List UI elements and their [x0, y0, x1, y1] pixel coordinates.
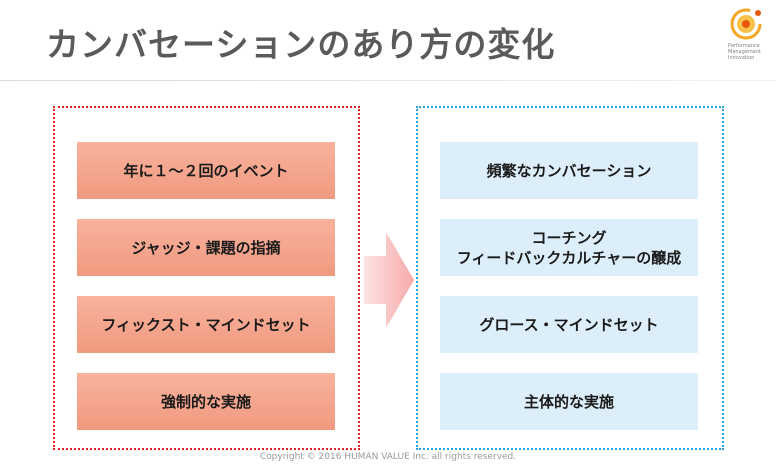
copyright-footer: Copyright © 2016 HUMAN VALUE Inc. all ri…	[259, 452, 517, 462]
before-item: ジャッジ・課題の指摘	[77, 219, 335, 276]
before-panel: 年に１～２回のイベント ジャッジ・課題の指摘 フィックスト・マインドセット 強制…	[53, 106, 360, 450]
logo-line-3: Innovation	[728, 55, 755, 61]
before-item: 年に１～２回のイベント	[77, 142, 335, 199]
logo-mark-icon	[730, 8, 762, 40]
after-item: グロース・マインドセット	[440, 296, 698, 353]
page-title: カンバセーションのあり方の変化	[46, 25, 556, 64]
company-logo: Performance Management Innovation	[728, 6, 770, 66]
title-divider	[0, 80, 776, 81]
after-item: 主体的な実施	[440, 373, 698, 430]
before-item: 強制的な実施	[77, 373, 335, 430]
after-item: コーチング フィードバックカルチャーの醸成	[440, 219, 698, 276]
right-arrow-icon	[364, 232, 414, 328]
logo-line-2: Management	[728, 49, 761, 55]
after-item: 頻繁なカンバセーション	[440, 142, 698, 199]
after-panel: 頻繁なカンバセーション コーチング フィードバックカルチャーの醸成 グロース・マ…	[416, 106, 724, 450]
before-item: フィックスト・マインドセット	[77, 296, 335, 353]
logo-line-1: Performance	[728, 43, 760, 49]
